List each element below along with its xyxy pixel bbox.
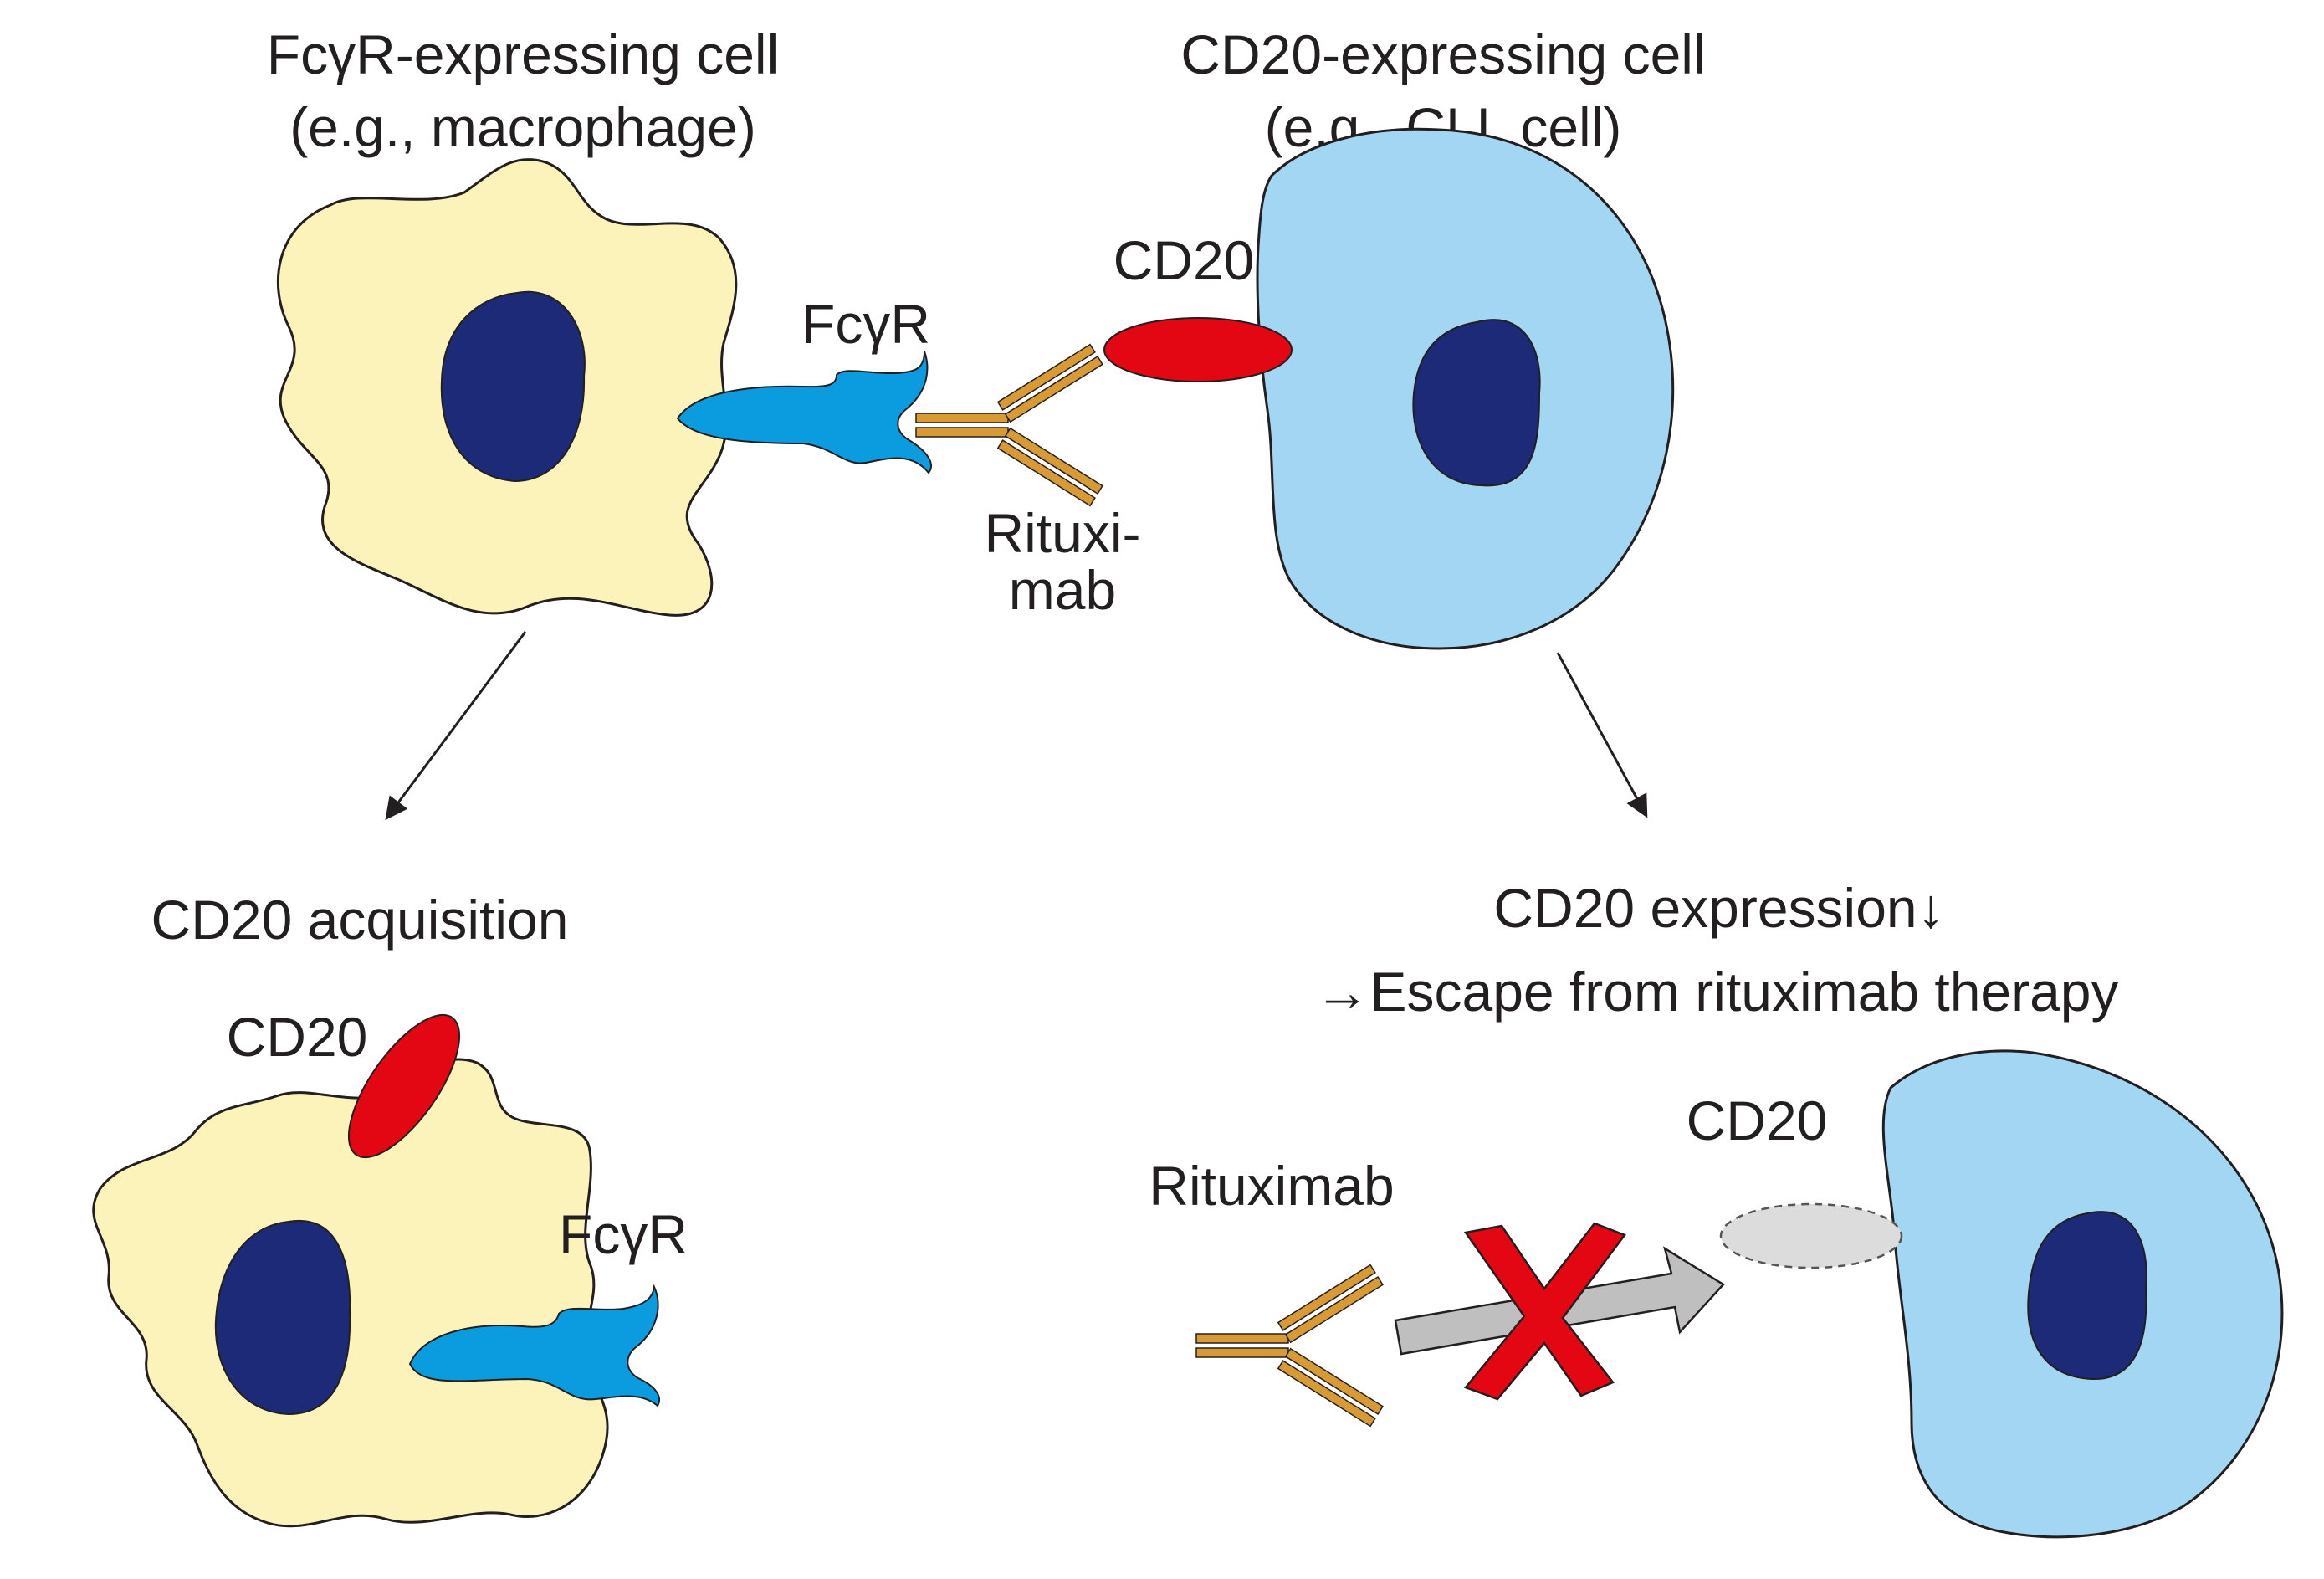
red-cross-icon bbox=[1463, 1222, 1626, 1401]
fcgr-receptor-top bbox=[676, 351, 932, 474]
downward-arrow-icon bbox=[1556, 652, 1648, 818]
downward-arrow-icon bbox=[385, 631, 527, 821]
cll-nucleus-bottom bbox=[2027, 1211, 2147, 1381]
cd20-label-bottom-left: CD20 bbox=[227, 1006, 368, 1068]
macrophage-title-line2: (e.g., macrophage) bbox=[289, 96, 756, 158]
rituximab-antibody-bottom bbox=[1195, 1264, 1384, 1428]
fcgr-label-top: FcγR bbox=[801, 293, 930, 355]
macrophage-nucleus-top bbox=[440, 290, 586, 483]
escape-from-rituximab-title: →Escape from rituximab therapy bbox=[1314, 961, 2118, 1023]
cd20-protein-top bbox=[1103, 317, 1293, 382]
cd20-protein-acquired bbox=[347, 1013, 461, 1159]
fcgr-receptor-bottom bbox=[408, 1284, 661, 1407]
cd20-label-top: CD20 bbox=[1113, 229, 1255, 291]
rituximab-label-top-line1: Rituxi- bbox=[984, 502, 1140, 564]
cd20-label-bottom-right: CD20 bbox=[1687, 1089, 1828, 1151]
cll-nucleus-top bbox=[1412, 319, 1541, 487]
rituximab-antibody-top bbox=[915, 343, 1103, 507]
rituximab-label-bottom: Rituximab bbox=[1149, 1155, 1394, 1217]
cll-title-line1: CD20-expressing cell bbox=[1180, 23, 1705, 85]
rituximab-label-top-line2: mab bbox=[1009, 559, 1116, 621]
cd20-acquisition-title: CD20 acquisition bbox=[151, 889, 569, 951]
macrophage-nucleus-bottom bbox=[214, 1219, 351, 1416]
cd20-expression-down-title: CD20 expression↓ bbox=[1493, 877, 1944, 939]
macrophage-title-line1: FcγR-expressing cell bbox=[267, 23, 780, 85]
cd20-lost-protein bbox=[1719, 1202, 1903, 1269]
fcgr-label-bottom: FcγR bbox=[559, 1203, 688, 1265]
macrophage-cell-bottom bbox=[92, 1058, 609, 1528]
